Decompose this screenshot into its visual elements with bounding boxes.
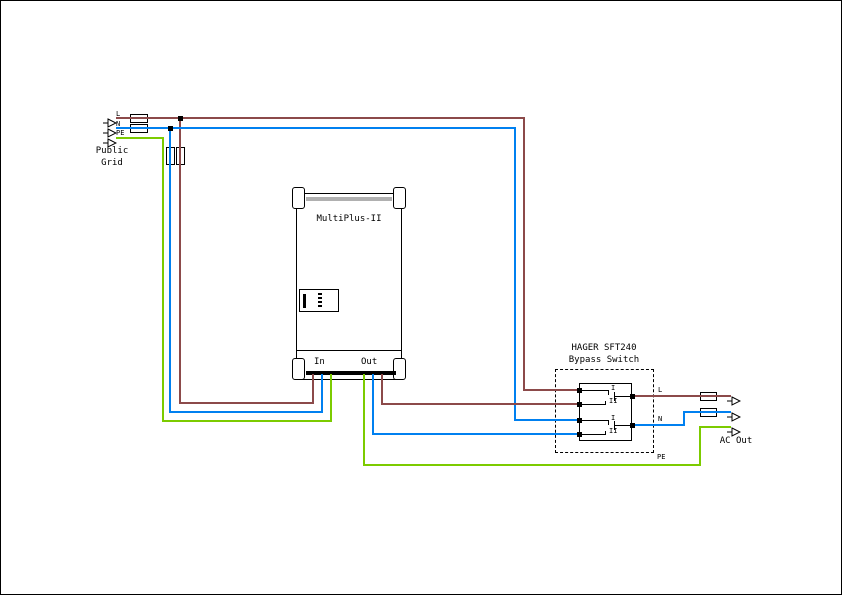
terminal-dot (577, 402, 582, 407)
terminal-dot (630, 423, 635, 428)
wire-segment (363, 464, 701, 466)
wire-segment (381, 403, 580, 405)
junction-dot (168, 126, 173, 131)
multiplus-connector-pins (318, 293, 322, 309)
wire-segment (699, 426, 731, 428)
junction-dot (178, 116, 183, 121)
wire-segment (116, 137, 164, 139)
public-grid-label-line2: Grid (101, 158, 123, 168)
grid-terminal-l-label: L (116, 110, 121, 118)
acout-terminal-pe-label: PE (657, 453, 666, 461)
terminal-dot (577, 432, 582, 437)
bypass-contact-n-i-label: I (611, 414, 616, 422)
wire-segment (683, 411, 685, 426)
wire-segment (579, 434, 606, 435)
wire-segment (523, 117, 525, 391)
wire-segment (372, 374, 374, 435)
wire-segment (321, 374, 323, 413)
multiplus-corner-tab (292, 187, 305, 209)
ac-out-label: AC Out (719, 436, 753, 446)
wire-segment (614, 425, 633, 426)
wire-segment (523, 389, 580, 391)
wire-segment (608, 420, 609, 425)
wire-segment (605, 401, 606, 405)
wire-segment (699, 426, 701, 466)
grid-terminal-n-label: N (116, 120, 121, 128)
wire-segment (683, 411, 731, 413)
wire-segment (631, 424, 685, 426)
wire-segment (514, 419, 580, 421)
bypass-switch-title: HAGER SFT240 Bypass Switch (549, 343, 659, 365)
wire-segment (514, 127, 516, 421)
multiplus-connector (299, 289, 339, 312)
multiplus-in-label: In (314, 357, 325, 367)
bypass-title-line1: HAGER SFT240 (571, 343, 637, 353)
wire-segment (162, 420, 332, 422)
multiplus-out-label: Out (361, 357, 378, 367)
multiplus-corner-tab (393, 187, 406, 209)
wire-segment (312, 374, 314, 404)
multiplus-body (296, 193, 402, 380)
wire-segment (162, 137, 164, 422)
wire-segment (614, 421, 615, 430)
terminal-dot (630, 394, 635, 399)
wire-segment (579, 390, 609, 391)
wire-segment (614, 396, 633, 397)
wire-segment (608, 390, 609, 395)
wire-segment (169, 127, 171, 413)
acout-terminal-n-label: N (658, 415, 663, 423)
wire-segment (631, 395, 731, 397)
wire-segment (372, 433, 580, 435)
wire-segment (363, 374, 365, 466)
multiplus-top-rail (306, 197, 392, 201)
flow-arrow-icon (727, 422, 742, 437)
wire-segment (116, 117, 525, 119)
terminal-dot (577, 388, 582, 393)
flow-arrow-icon (103, 133, 118, 148)
multiplus-separator (296, 350, 402, 351)
bypass-title-line2: Bypass Switch (568, 355, 640, 365)
wire-segment (169, 411, 323, 413)
flow-arrow-icon (103, 113, 118, 128)
multiplus-connector-bar (303, 294, 306, 308)
flow-arrow-icon (103, 123, 118, 138)
multiplus-terminal-bar (306, 371, 396, 375)
public-grid-label: Public Grid (86, 146, 138, 168)
bypass-contact-n-ii-label: II (609, 427, 618, 435)
wire-segment (330, 374, 332, 422)
bypass-contact-l-i-label: I (611, 384, 616, 392)
grid-terminal-pe-label: PE (116, 129, 125, 137)
multiplus-corner-tab (393, 358, 406, 380)
flow-arrow-icon (727, 391, 742, 406)
acout-terminal-l-label: L (658, 386, 663, 394)
wire-segment (381, 374, 383, 405)
flow-arrow-icon (727, 407, 742, 422)
wire-segment (605, 431, 606, 435)
public-grid-label-line1: Public (95, 146, 129, 156)
wire-segment (179, 117, 181, 404)
wire-segment (179, 402, 314, 404)
terminal-dot (577, 418, 582, 423)
multiplus-corner-tab (292, 358, 305, 380)
wire-segment (579, 404, 606, 405)
bypass-switch-boundary (555, 369, 654, 453)
wire-segment (614, 392, 615, 401)
multiplus-title: MultiPlus-II (316, 214, 382, 224)
bypass-contact-l-ii-label: II (609, 397, 618, 405)
wire-segment (579, 420, 609, 421)
wire-segment (116, 127, 516, 129)
